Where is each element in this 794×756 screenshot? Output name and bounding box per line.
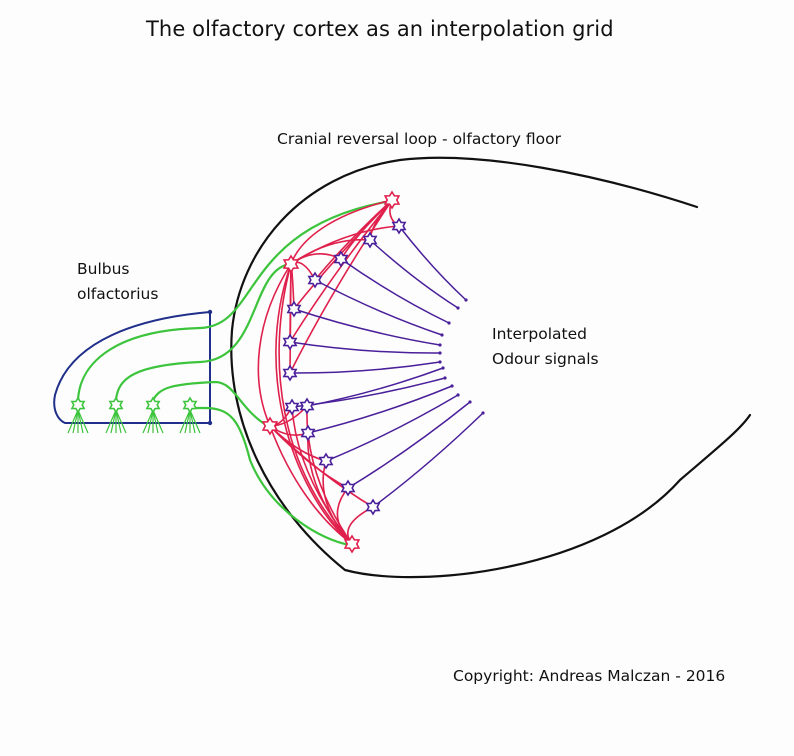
purple-neuron-icon bbox=[300, 424, 316, 442]
mitral-dendrite bbox=[184, 409, 191, 434]
mitral-dendrite bbox=[115, 409, 122, 434]
purple-line-end bbox=[450, 384, 454, 388]
purple-neuron-icon bbox=[284, 398, 300, 416]
mitral-dendrite bbox=[110, 409, 117, 434]
label-olfactory-floor: Cranial reversal loop - olfactory floor bbox=[277, 130, 561, 148]
red-neuron-icon bbox=[261, 416, 279, 436]
purple-output-line bbox=[398, 225, 467, 301]
neuron-cells bbox=[70, 190, 407, 554]
purple-line-end bbox=[456, 393, 460, 397]
bulbus-corner-dot bbox=[207, 309, 213, 315]
purple-neuron-icon bbox=[340, 479, 356, 497]
mitral-dendrite bbox=[72, 409, 79, 434]
mitral-cell-icon bbox=[70, 396, 86, 414]
label-interpolated: Interpolated bbox=[492, 325, 587, 343]
purple-neuron-icon bbox=[318, 452, 334, 470]
purple-output-line bbox=[289, 361, 441, 374]
red-neuron-icon bbox=[343, 534, 361, 554]
mitral-dendrite bbox=[77, 409, 89, 434]
mitral-cell-icon bbox=[145, 396, 161, 414]
purple-line-end bbox=[456, 306, 460, 310]
purple-line-end bbox=[438, 360, 442, 364]
purple-output-line bbox=[340, 258, 450, 324]
mitral-dendrite bbox=[147, 409, 154, 434]
purple-output-line bbox=[307, 385, 453, 434]
purple-output-line bbox=[289, 341, 441, 354]
red-hub-arc bbox=[290, 199, 393, 265]
diagram-title: The olfactory cortex as an interpolation… bbox=[146, 17, 614, 41]
bulbus-corner-dot bbox=[207, 420, 213, 426]
red-connection bbox=[289, 263, 292, 374]
mitral-dendrite bbox=[152, 409, 159, 434]
purple-line-end bbox=[441, 366, 445, 370]
red-connection bbox=[289, 199, 393, 374]
purple-neuron-icon bbox=[282, 333, 298, 351]
purple-neuron-icon bbox=[282, 364, 298, 382]
mitral-dendrite bbox=[189, 409, 196, 434]
purple-neuron-icon bbox=[299, 397, 315, 415]
purple-output-line bbox=[347, 401, 471, 489]
purple-line-end bbox=[447, 321, 451, 325]
purple-output-line bbox=[372, 412, 484, 508]
purple-neuron-icon bbox=[286, 300, 302, 318]
red-neuron-icon bbox=[383, 190, 401, 210]
purple-line-end bbox=[464, 298, 468, 302]
green-axon bbox=[190, 406, 351, 547]
red-hub-arc bbox=[257, 263, 292, 427]
purple-neuron-icon bbox=[362, 231, 378, 249]
cortex-outline bbox=[230, 156, 752, 579]
purple-neuron-icon bbox=[307, 271, 323, 289]
green-axon bbox=[76, 200, 386, 401]
red-connection bbox=[289, 199, 393, 343]
mitral-axons bbox=[67, 200, 386, 547]
purple-line-end bbox=[438, 351, 442, 355]
mitral-dendrite bbox=[67, 409, 79, 434]
green-axon bbox=[152, 380, 269, 427]
purple-output-line bbox=[314, 279, 443, 336]
mitral-cell-icon bbox=[108, 396, 124, 414]
purple-output-lines bbox=[289, 225, 485, 508]
red-connection bbox=[306, 405, 353, 545]
mitral-dendrite bbox=[105, 409, 117, 434]
purple-output-line bbox=[306, 367, 444, 407]
label-bulbus: Bulbus bbox=[77, 260, 130, 278]
mitral-dendrite bbox=[77, 409, 84, 434]
mitral-dendrite bbox=[152, 409, 164, 434]
purple-output-line bbox=[325, 394, 459, 462]
purple-neuron-icon bbox=[365, 498, 381, 516]
purple-line-end bbox=[438, 343, 442, 347]
red-connection bbox=[269, 425, 374, 508]
red-hub-arc bbox=[275, 263, 353, 545]
purple-line-end bbox=[481, 411, 485, 415]
bulbus-outline bbox=[53, 311, 211, 424]
red-neuron-icon bbox=[282, 254, 300, 274]
label-odour-signals: Odour signals bbox=[492, 350, 599, 368]
mitral-dendrite bbox=[142, 409, 154, 434]
copyright-note: Copyright: Andreas Malczan - 2016 bbox=[453, 667, 726, 685]
purple-output-line bbox=[369, 239, 459, 309]
green-axon bbox=[114, 262, 291, 401]
mitral-dendrite bbox=[115, 409, 127, 434]
purple-neuron-icon bbox=[391, 217, 407, 235]
label-olfactorius: olfactorius bbox=[77, 285, 159, 303]
purple-output-line bbox=[293, 308, 441, 346]
mitral-dendrite bbox=[189, 409, 201, 434]
red-hub-arc bbox=[278, 263, 353, 545]
purple-line-end bbox=[440, 333, 444, 337]
purple-line-end bbox=[468, 400, 472, 404]
mitral-cell-icon bbox=[182, 396, 198, 414]
purple-neuron-icon bbox=[333, 250, 349, 268]
mitral-dendrite bbox=[179, 409, 191, 434]
red-hub-arc bbox=[269, 425, 353, 545]
purple-line-end bbox=[443, 376, 447, 380]
